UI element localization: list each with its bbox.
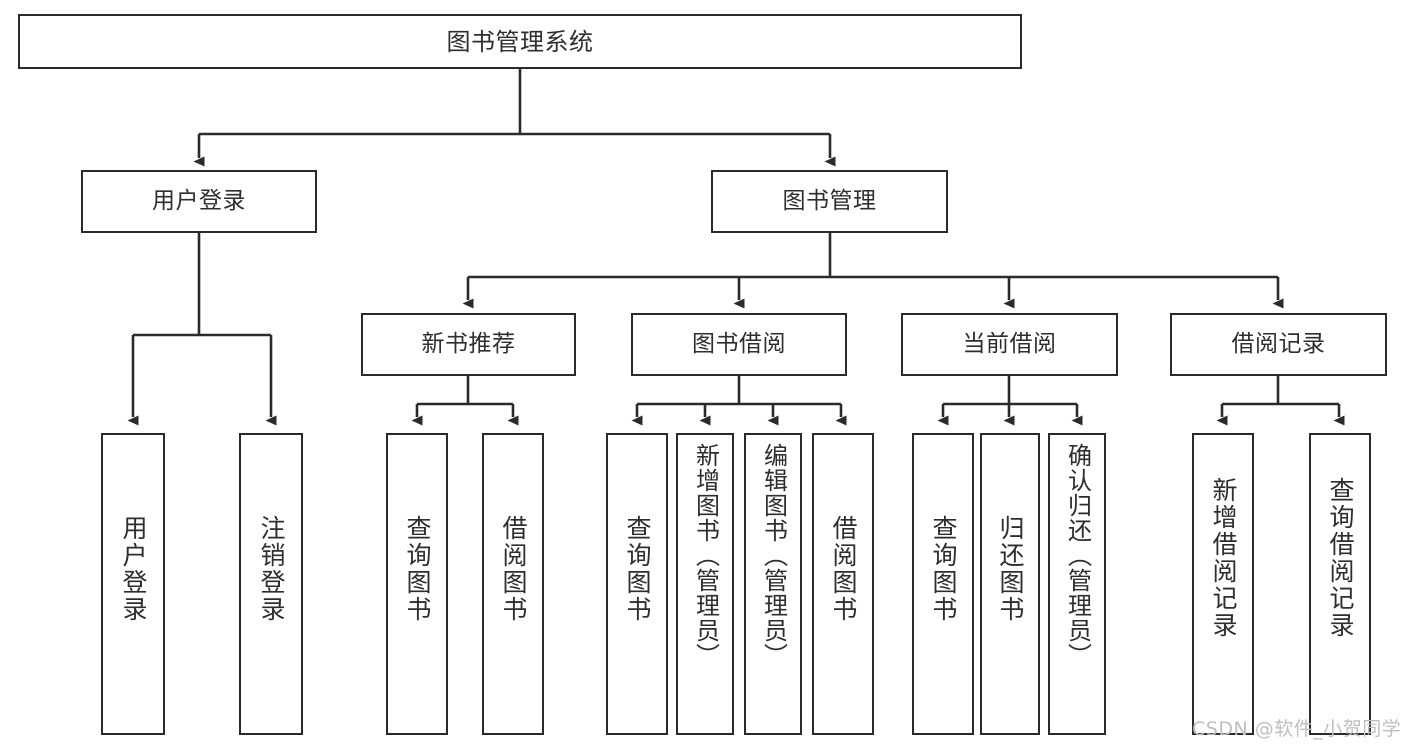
node-label: 用户登录 (119, 515, 148, 623)
node-label: 查询图书 (403, 515, 432, 623)
leaf-query-book-borrow[interactable]: 查询图书 (606, 433, 668, 735)
node-label: 图书管理系统 (446, 27, 594, 56)
leaf-edit-book-admin[interactable]: 编辑图书（管理员） (744, 433, 802, 735)
node-current-borrow[interactable]: 当前借阅 (901, 313, 1118, 376)
node-book-management[interactable]: 图书管理 (711, 170, 948, 233)
leaf-query-book-recommend[interactable]: 查询图书 (386, 433, 448, 735)
node-label: 查询图书 (929, 515, 958, 623)
node-label: 当前借阅 (962, 331, 1057, 357)
leaf-query-book-current[interactable]: 查询图书 (912, 433, 974, 735)
node-label: 借阅图书 (499, 515, 528, 623)
csdn-watermark: CSDN @软件_小贺同学 (1192, 718, 1402, 740)
node-root-book-management-system[interactable]: 图书管理系统 (18, 14, 1022, 69)
node-label: 注销登录 (257, 515, 286, 623)
node-new-book-recommend[interactable]: 新书推荐 (361, 313, 576, 376)
leaf-return-book[interactable]: 归还图书 (980, 433, 1040, 735)
leaf-add-borrow-record[interactable]: 新增借阅记录 (1192, 433, 1254, 735)
node-book-borrow[interactable]: 图书借阅 (631, 313, 847, 376)
node-label: 借阅图书 (829, 515, 858, 623)
node-user-login[interactable]: 用户登录 (81, 170, 317, 233)
node-borrow-record[interactable]: 借阅记录 (1170, 313, 1387, 376)
leaf-add-book-admin[interactable]: 新增图书（管理员） (676, 433, 734, 735)
node-label: 新书推荐 (421, 331, 516, 357)
node-label: 新增图书（管理员） (691, 443, 720, 668)
leaf-borrow-book-recommend[interactable]: 借阅图书 (482, 433, 544, 735)
node-label: 归还图书 (996, 515, 1025, 623)
leaf-user-login[interactable]: 用户登录 (101, 433, 165, 735)
node-label: 查询图书 (623, 515, 652, 623)
node-label: 图书借阅 (692, 331, 786, 357)
leaf-logout-login[interactable]: 注销登录 (239, 433, 303, 735)
node-label: 新增借阅记录 (1209, 477, 1238, 639)
leaf-confirm-return-admin[interactable]: 确认归还（管理员） (1048, 433, 1106, 735)
node-label: 查询借阅记录 (1326, 477, 1355, 639)
node-label: 确认归还（管理员） (1063, 443, 1092, 668)
node-label: 用户登录 (152, 188, 246, 214)
leaf-borrow-book[interactable]: 借阅图书 (812, 433, 874, 735)
leaf-query-borrow-record[interactable]: 查询借阅记录 (1309, 433, 1371, 735)
node-label: 图书管理 (782, 188, 877, 214)
node-label: 借阅记录 (1231, 331, 1326, 357)
node-label: 编辑图书（管理员） (759, 443, 788, 668)
